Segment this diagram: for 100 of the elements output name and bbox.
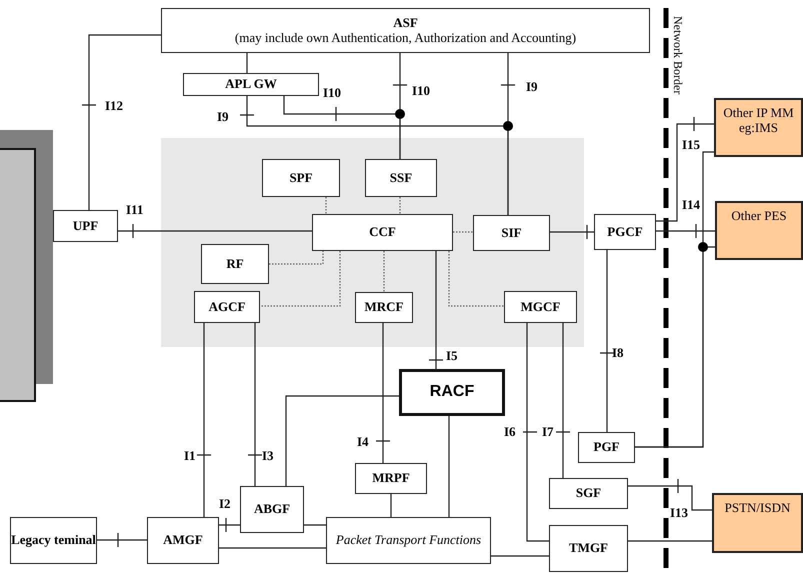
connector: [375, 322, 391, 464]
function-box: [399, 369, 505, 416]
node-label: RF: [226, 256, 244, 272]
connector: [390, 494, 392, 517]
node-label: SGF: [576, 486, 602, 501]
interface-label: I5: [446, 349, 458, 362]
node-label: CCF: [369, 225, 396, 240]
connector: [96, 532, 148, 548]
function-box: [194, 291, 260, 323]
connector: [260, 251, 341, 307]
node-label: SPF: [289, 170, 313, 186]
node-label: AMGF: [163, 533, 203, 548]
function-box: [240, 486, 304, 533]
node-label: Packet Transport Functions: [336, 533, 482, 548]
function-box: [549, 525, 628, 572]
connector: [627, 478, 713, 511]
node-label: PSTN/ISDN: [724, 501, 790, 516]
interface-label: I11: [126, 203, 144, 216]
interface-label: I10: [323, 86, 342, 99]
description-text: (may include own Authentication, Authorization and Accounting): [234, 30, 576, 46]
function-box: [326, 517, 491, 564]
interface-label: I1: [184, 449, 196, 462]
function-box: [53, 210, 118, 242]
network-box: [715, 201, 803, 260]
node-label: SIF: [501, 226, 522, 240]
interface-label: I3: [262, 449, 274, 462]
interface-label: I13: [670, 506, 688, 519]
interface-label: I9: [217, 110, 229, 123]
interface-label: I4: [357, 435, 369, 448]
node-label: PGF: [594, 440, 620, 455]
connector: [549, 224, 595, 240]
function-box: [183, 73, 319, 96]
connector: [81, 34, 162, 211]
function-box: [161, 8, 650, 53]
node-label: ASF: [393, 16, 418, 30]
connector: [428, 250, 444, 370]
node-label: MRPF: [372, 471, 410, 486]
connector: [219, 547, 326, 549]
connector: [635, 246, 715, 448]
connector: [522, 322, 550, 542]
function-box: [262, 159, 340, 197]
function-box: [201, 244, 269, 284]
node-label: SSF: [390, 170, 412, 186]
core-area-band: [161, 138, 584, 347]
node-label: TMGF: [569, 541, 608, 556]
interface-label: I2: [219, 497, 231, 510]
node-label: MRCF: [364, 300, 404, 315]
interface-label: I10: [412, 84, 430, 97]
connector: [304, 524, 326, 526]
function-box: [365, 159, 437, 197]
node-label: Legacy teminal: [11, 533, 96, 548]
connector: [239, 95, 509, 216]
function-box: [355, 463, 427, 494]
node-label: Other PES: [731, 209, 787, 224]
node-label: MGCF: [520, 300, 560, 314]
interface-label: I8: [612, 346, 624, 359]
connector: [383, 251, 385, 292]
connector: [283, 95, 401, 160]
function-box: [504, 291, 577, 323]
function-box: [578, 432, 635, 463]
connector: [247, 322, 263, 487]
interface-label: I15: [682, 138, 700, 151]
connector: [655, 116, 715, 222]
connector: [448, 416, 450, 517]
function-box: [473, 215, 550, 251]
node-label: ABGF: [254, 502, 290, 517]
function-box: [355, 292, 413, 323]
connector: [269, 251, 324, 265]
connector: [246, 53, 248, 73]
node-label: APL GW: [225, 77, 277, 92]
function-box: [147, 517, 219, 564]
interface-label: I9: [526, 80, 538, 93]
connector: [448, 251, 504, 307]
connector: [453, 231, 473, 233]
node-label: AGCF: [208, 300, 246, 314]
connector: [555, 322, 571, 479]
interface-label: I6: [504, 425, 516, 438]
node-label: UPF: [72, 218, 98, 234]
connector: [117, 223, 313, 239]
node-label: Other IP MM eg:IMS: [722, 106, 795, 136]
connector: [325, 197, 327, 214]
connector: [599, 249, 615, 433]
node-label: RACF: [430, 383, 474, 402]
function-box: [594, 214, 656, 250]
connector: [655, 223, 716, 239]
interface-label: I7: [542, 425, 554, 438]
connector: [628, 540, 712, 542]
function-box: [10, 517, 97, 564]
connector: [491, 555, 549, 557]
node-label: PGCF: [607, 224, 643, 240]
connector: [218, 517, 241, 533]
function-box: [312, 214, 453, 251]
network-box: [714, 98, 803, 157]
connector: [399, 197, 401, 214]
interface-label: I14: [682, 198, 700, 211]
connector: [285, 395, 399, 486]
function-box: [549, 478, 628, 509]
network-box: [712, 493, 803, 553]
interface-label: I12: [105, 99, 124, 112]
connector: [196, 322, 212, 518]
